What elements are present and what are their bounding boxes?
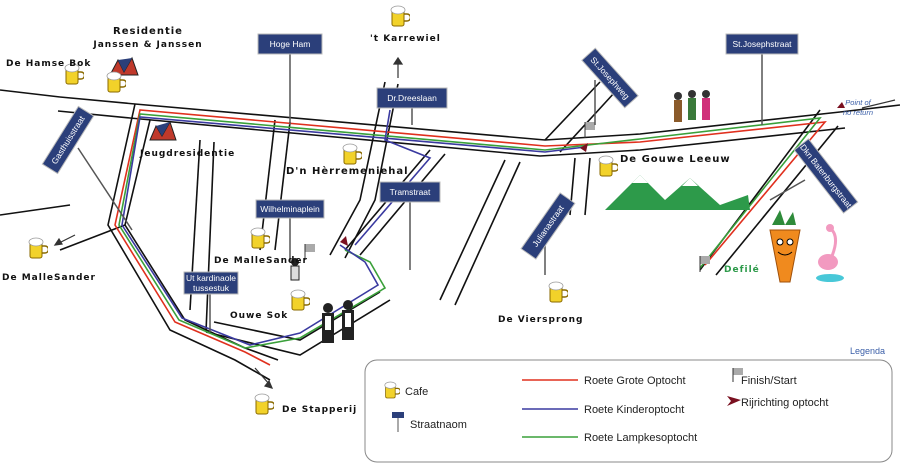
cafe-label-herremeniehal: D'n Hèrremeniehal: [286, 165, 409, 177]
carrot-mascot-icon: [769, 210, 801, 283]
beer-icon: [290, 289, 310, 311]
street-sign-icon: [392, 412, 404, 432]
direction-arrows: [340, 102, 845, 246]
cafe-label-mallesander-left: De MalleSander: [2, 273, 96, 283]
street-label: Tramstraat: [390, 187, 431, 197]
street-sign-wilhelminaplein: Wilhelminaplein: [255, 199, 325, 262]
cafe-label-viersprong: De Viersprong: [498, 315, 583, 325]
beer-icon: [28, 237, 48, 259]
cafe-label-residentie: Residentie: [113, 26, 183, 37]
direction-arrow-icon: [340, 236, 348, 246]
beer-icon: [548, 281, 568, 303]
direction-arrow-icon: [727, 396, 741, 406]
route-lampkes-optocht: [118, 113, 822, 349]
cafe-label-ouwe-sok: Ouwe Sok: [230, 311, 288, 321]
street-label: St.Josephstraat: [732, 39, 792, 49]
flamingo-icon: [816, 224, 844, 282]
street-sign-hoge-ham: Hoge Ham: [257, 33, 323, 125]
legend-grote-label: Roete Grote Optocht: [584, 375, 686, 387]
cafe-label-karrewiel: 't Karrewiel: [370, 34, 441, 44]
roads: [0, 81, 900, 381]
beer-icon: [598, 155, 618, 177]
legend-title: Legenda: [850, 346, 885, 356]
legend-rijrichting-label: Rijrichting optocht: [741, 397, 828, 409]
legend: Legenda Cafe Straatnaom Roete Grote Opto…: [364, 346, 893, 463]
street-sign-tramstraat: Tramstraat: [379, 181, 441, 270]
mountains-illustration: [605, 175, 750, 210]
route-grote-optocht: [114, 109, 827, 366]
finish-flag-icon: [304, 244, 315, 260]
cafe-label-janssen: Janssen & Janssen: [92, 40, 202, 50]
cafe-labels: Residentie Janssen & Janssen De Hamse Bo…: [2, 26, 760, 415]
cafe-label-stapperij: De Stapperij: [282, 405, 357, 415]
street-sign-dr-dreeslaan: Dr.Dreeslaan: [376, 87, 448, 125]
legend-kinder-label: Roete Kinderoptocht: [584, 404, 684, 416]
street-label: Dkn Batenburgstraat: [798, 142, 854, 210]
beer-icon: [254, 393, 274, 415]
beer-icon: [390, 5, 410, 27]
beer-icon: [250, 227, 270, 249]
street-sign-ut-kardinaole: Ut kardinaole tussestuk: [183, 271, 239, 332]
street-label: Hoge Ham: [270, 39, 311, 49]
cafe-label-defile: Defilé: [724, 264, 760, 275]
street-label: Dr.Dreeslaan: [387, 93, 437, 103]
cafe-label-mallesander-center: De MalleSander: [214, 256, 308, 266]
cafe-label-gouwe-leeuw: De Gouwe Leeuw: [620, 154, 731, 165]
jester-hat-icon: [109, 56, 139, 76]
jester-hat-icon: [149, 120, 177, 141]
finish-flag-icon: [584, 122, 595, 138]
cafe-label-jeugdresidentie: Jeugdresidentie: [139, 149, 235, 159]
small-figure-icon: [290, 258, 300, 281]
direction-arrow-icon: [580, 143, 588, 152]
street-label: Gasthuisstraat: [49, 114, 87, 166]
beer-icon: [342, 143, 362, 165]
marching-figures-icon: [322, 300, 354, 343]
street-label: Wilhelminaplein: [260, 204, 320, 214]
street-sign-dkn-batenburgstraat: Dkn Batenburgstraat: [769, 138, 859, 214]
point-of-no-return-label: no return: [843, 108, 873, 117]
parade-figures-icon: [674, 90, 710, 122]
cafe-label-hamse-bok: De Hamse Bok: [6, 59, 91, 69]
point-of-no-return-label: Point of: [845, 98, 871, 107]
legend-lampkes-label: Roete Lampkesoptocht: [584, 432, 697, 444]
finish-flag-icon: [732, 368, 743, 382]
direction-arrow-icon: [837, 102, 845, 108]
legend-straatnaam-label: Straatnaom: [410, 419, 467, 431]
street-sign-julianastraat: Julianastraat: [520, 192, 576, 275]
street-label: Ut kardinaole: [186, 273, 236, 283]
flow-arrows: [53, 56, 896, 389]
street-label: tussestuk: [193, 283, 230, 293]
legend-finish-label: Finish/Start: [741, 375, 797, 387]
legend-cafe-label: Cafe: [405, 386, 428, 398]
finish-flag-icon: [699, 256, 710, 272]
street-sign-st-josephstraat: St.Josephstraat: [725, 33, 799, 125]
street-sign-st-josephweg: St.Josephweg: [581, 47, 639, 125]
